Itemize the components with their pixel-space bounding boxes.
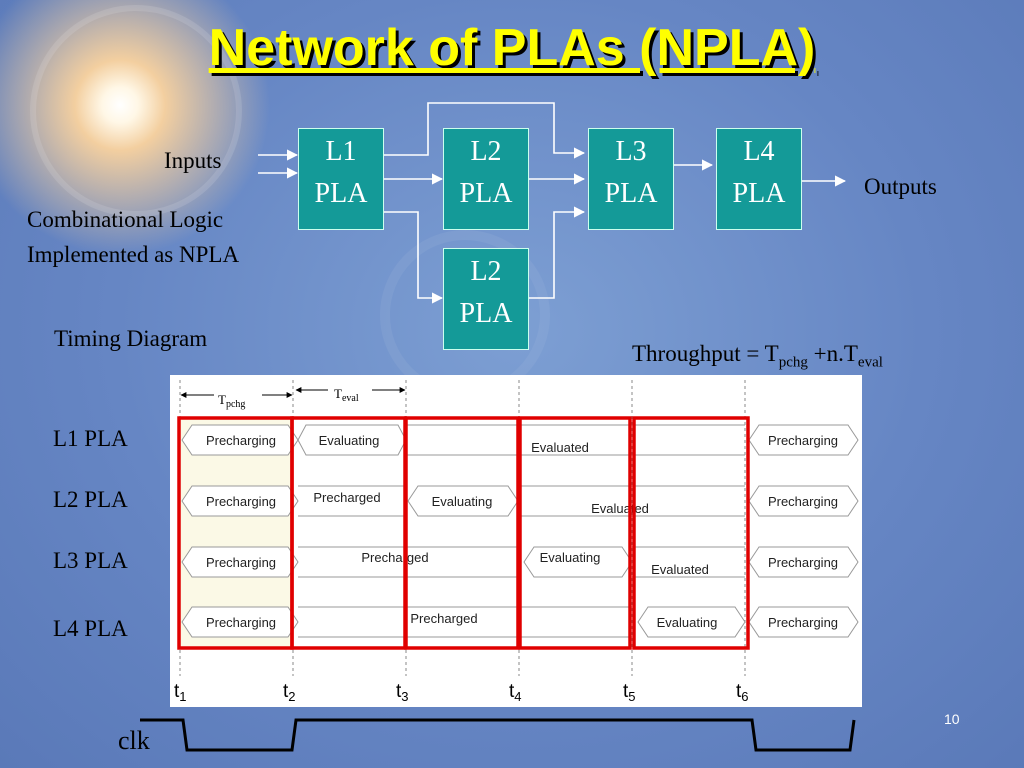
pla-block-name: L4 <box>743 136 775 167</box>
throughput-formula: Throughput = Tpchg +n.Teval <box>632 337 883 380</box>
lane-l1-waveform <box>181 424 859 456</box>
time-label-t6: t6 <box>736 681 749 704</box>
lane-label-l1: L1 PLA <box>53 426 128 451</box>
time-label-t1: t1 <box>174 681 187 704</box>
pla-block-name: L2 <box>470 256 502 287</box>
state-label: Precharged <box>361 550 428 565</box>
time-label-t3: t3 <box>396 681 409 704</box>
lane-l3-waveform <box>181 546 859 578</box>
lane-l4-waveform <box>181 606 859 638</box>
state-label: Precharging <box>206 615 276 630</box>
slide-number: 10 <box>944 711 960 727</box>
state-label: Precharging <box>206 494 276 509</box>
pla-block-l4: L4 PLA <box>716 128 802 230</box>
state-label: Evaluated <box>651 562 709 577</box>
timing-diagram-panel: Tpchg Teval Precharging Evaluating Evalu… <box>170 375 862 707</box>
npla-caption-line1: Combinational Logic <box>27 207 224 232</box>
state-label: Precharging <box>206 433 276 448</box>
state-label: Evaluating <box>319 433 380 448</box>
throughput-sub-eval: eval <box>857 354 883 371</box>
state-label: Evaluating <box>432 494 493 509</box>
lane-label-l4: L4 PLA <box>53 616 128 641</box>
state-label: Evaluating <box>540 550 601 565</box>
pla-block-name: L1 <box>325 136 357 167</box>
state-label: Evaluated <box>591 501 649 516</box>
timing-diagram-heading: Timing Diagram <box>54 326 208 351</box>
pla-block-type: PLA <box>459 178 513 209</box>
pla-block-l2-top: L2 PLA <box>443 128 529 230</box>
time-label-t2: t2 <box>283 681 296 704</box>
pla-block-type: PLA <box>604 178 658 209</box>
lane-label-l2: L2 PLA <box>53 487 128 512</box>
timing-diagram-svg: Tpchg Teval Precharging Evaluating Evalu… <box>174 380 859 704</box>
throughput-sub-pchg: pchg <box>778 354 808 371</box>
state-label: Precharged <box>313 490 380 505</box>
npla-caption-line2: Implemented as NPLA <box>27 242 240 267</box>
pla-block-name: L3 <box>615 136 647 167</box>
pla-block-l1: L1 PLA <box>298 128 384 230</box>
state-label: Evaluating <box>657 615 718 630</box>
outputs-label: Outputs <box>864 174 937 199</box>
inputs-label: Inputs <box>164 148 222 173</box>
pla-block-name: L2 <box>470 136 502 167</box>
clock-label: clk <box>118 726 150 755</box>
tpchg-label: Tpchg <box>218 392 245 410</box>
pla-block-type: PLA <box>732 178 786 209</box>
pla-block-l3: L3 PLA <box>588 128 674 230</box>
state-label: Precharging <box>768 494 838 509</box>
page-title: Network of PLAs (NPLA) <box>208 19 816 77</box>
state-label: Precharging <box>768 433 838 448</box>
time-label-t4: t4 <box>509 681 522 704</box>
pla-block-type: PLA <box>459 298 513 329</box>
pla-block-type: PLA <box>314 178 368 209</box>
lane-l2-waveform <box>181 485 859 517</box>
time-label-t5: t5 <box>623 681 636 704</box>
pla-block-l2-bottom: L2 PLA <box>443 248 529 350</box>
teval-label: Teval <box>334 386 359 404</box>
throughput-prefix: Throughput = T <box>632 341 779 366</box>
state-label: Precharging <box>206 555 276 570</box>
lane-label-l3: L3 PLA <box>53 548 128 573</box>
throughput-mid: +n.T <box>807 341 858 366</box>
evaluation-windows <box>177 416 750 650</box>
state-label: Precharging <box>768 615 838 630</box>
state-label: Evaluated <box>531 440 589 455</box>
state-label: Precharged <box>410 611 477 626</box>
state-label: Precharging <box>768 555 838 570</box>
